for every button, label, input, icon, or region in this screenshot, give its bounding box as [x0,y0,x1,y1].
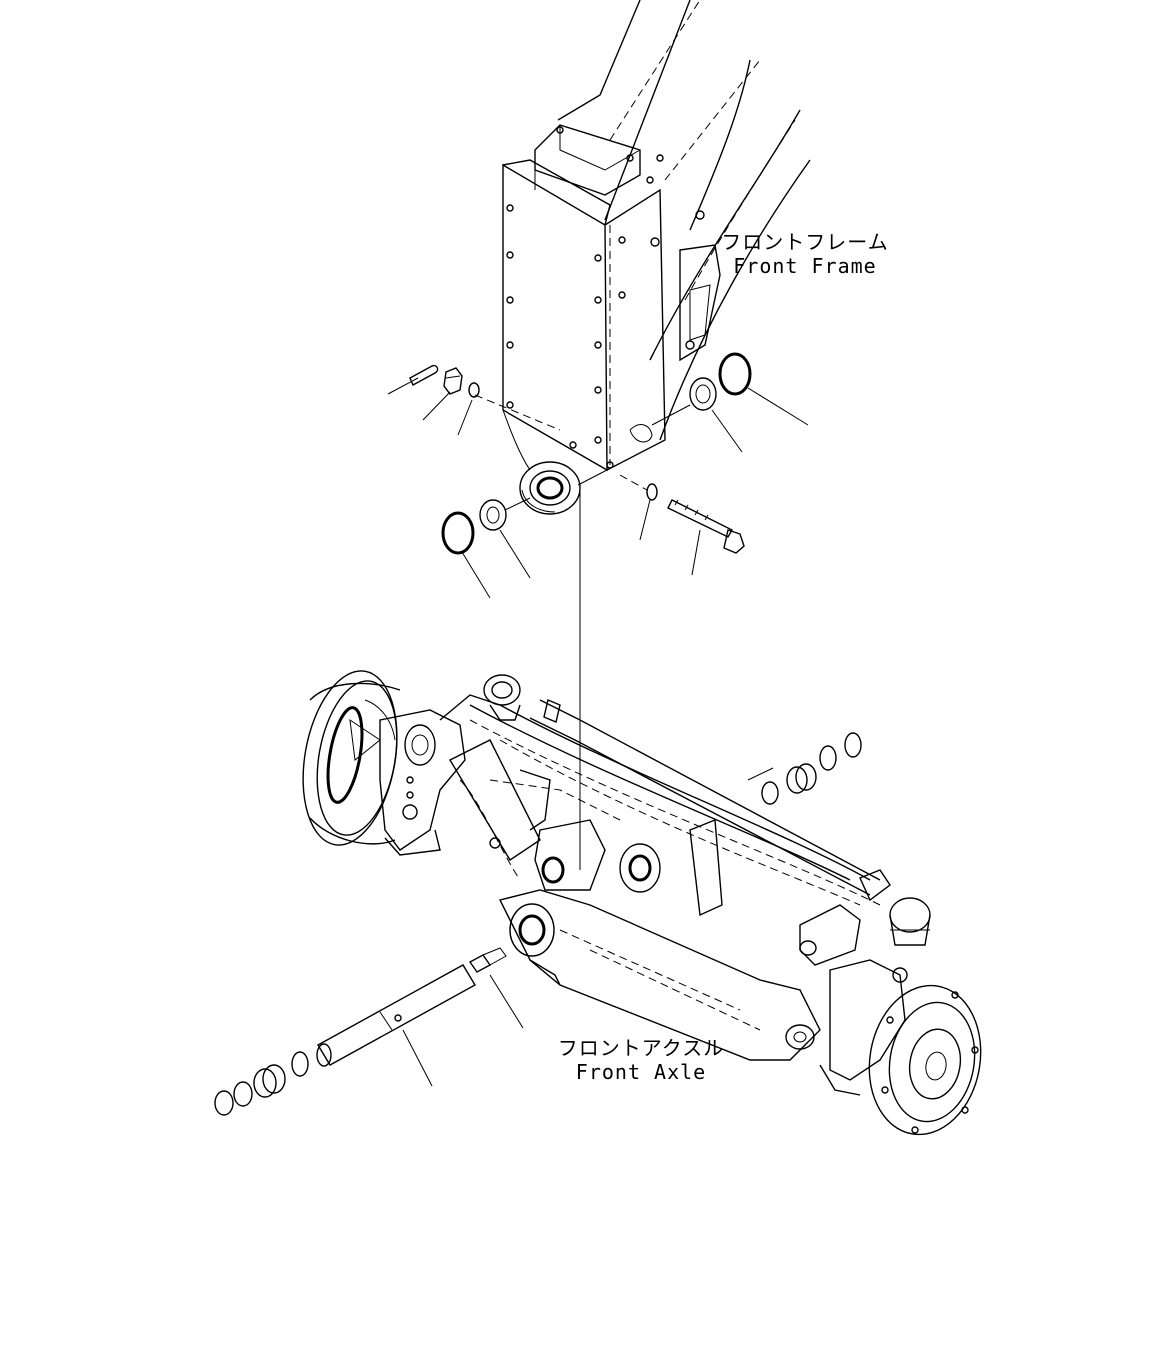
axle-center-pivot [509,818,723,957]
right-wheel-hub [819,897,982,1136]
axle-pivot-pin [316,964,476,1067]
front-frame [502,0,811,515]
left-wheel-hub [302,670,401,846]
front-frame-label-jp: フロントフレーム [721,230,889,254]
frame-bushing [519,461,581,515]
front-frame-label: フロントフレーム Front Frame [720,230,890,278]
frame-hardware [409,352,752,555]
front-axle-label-jp: フロントアクスル [557,1036,725,1060]
leader-lines [387,377,809,1087]
left-seal-rings [214,1051,309,1116]
front-axle-label: フロントアクスル Front Axle [556,1036,726,1084]
tie-rod [483,674,891,902]
front-axle-label-en: Front Axle [575,1060,707,1084]
front-axle [302,670,982,1136]
frame-bolt-holes [506,126,705,469]
front-frame-label-en: Front Frame [733,254,877,278]
pivot-bolt [667,499,745,554]
right-seal-rings [761,732,862,805]
